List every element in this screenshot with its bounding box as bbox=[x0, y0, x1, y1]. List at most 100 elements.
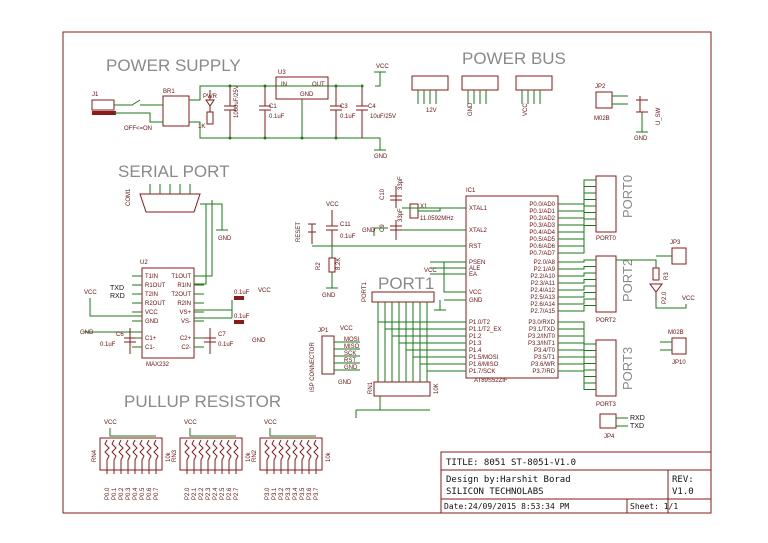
mcu-pin-right: P3.5/T1 bbox=[534, 355, 556, 361]
sheet-frame bbox=[62, 31, 712, 514]
mcu-pin-right: P2.1/A9 bbox=[534, 267, 556, 273]
max232-pin-left: C1+ bbox=[145, 336, 157, 342]
pullup-bank-value: 10k bbox=[166, 451, 172, 462]
reset-label: RESET bbox=[296, 222, 302, 242]
mcu-pin-left: P1.7/SCK bbox=[469, 369, 495, 375]
pullup-pin-label: P0.5 bbox=[140, 487, 146, 500]
u3-gnd: GND bbox=[300, 92, 314, 98]
ea-vcc: VCC bbox=[424, 268, 437, 274]
max232-pin-right: R2IN bbox=[177, 301, 191, 307]
u2-label: U2 bbox=[140, 260, 148, 266]
pullup-pin-label: P2.2 bbox=[199, 487, 205, 500]
section-serial-port: SERIAL PORT bbox=[118, 162, 229, 181]
mcu-block: IC1 AT89S52ZIF XTAL1XTAL2RSTPSENALEEAVCC… bbox=[296, 176, 572, 384]
p20-led-label: P2.0 bbox=[662, 291, 668, 304]
resistor-network bbox=[99, 437, 163, 471]
resistor-network bbox=[259, 437, 323, 471]
section-pullup-resistor: PULLUP RESISTOR bbox=[124, 392, 281, 411]
db9-connector bbox=[139, 193, 201, 213]
r2-label: R2 bbox=[316, 262, 322, 270]
r1-label: 1K bbox=[198, 124, 205, 130]
serial-gnd: GND bbox=[80, 330, 94, 336]
r3-label: R3 bbox=[664, 272, 670, 280]
mcu-pin-left: P1.1/T2_EX bbox=[469, 327, 501, 333]
ic1-label: IC1 bbox=[466, 188, 476, 194]
port2-conn-label: PORT2 bbox=[596, 318, 617, 324]
c7-label: C7 bbox=[218, 332, 226, 338]
c1-value: 0.1uF bbox=[269, 114, 285, 120]
com1-gnd: GND bbox=[218, 236, 232, 242]
isp-pin-label: MOSI bbox=[344, 337, 360, 343]
pullup-vcc: VCC bbox=[264, 420, 277, 426]
mcu-pin-left: ALE bbox=[469, 266, 480, 272]
rev-label: REV: bbox=[672, 475, 694, 485]
x1-value: 11.0592MHz bbox=[420, 216, 454, 222]
ps-vcc: VCC bbox=[376, 64, 389, 70]
c8-gnd: GND bbox=[252, 338, 266, 344]
mcu-pin-left: EA bbox=[469, 272, 477, 278]
title-block: TITLE: 8051 ST-8051-V1.0 Design by:Harsh… bbox=[440, 451, 712, 514]
pullup-pin-label: P3.6 bbox=[307, 487, 313, 500]
port2-vcc: VCC bbox=[682, 296, 695, 302]
pullup-pin-label: P2.7 bbox=[234, 487, 240, 500]
max232-label: MAX232 bbox=[146, 362, 170, 368]
pullup-pin-label: P0.1 bbox=[112, 487, 118, 500]
mcu-pin-right: P2.5/A13 bbox=[530, 295, 555, 301]
pullup-pin-label: P0.2 bbox=[119, 487, 125, 500]
mcu-pin-right: P0.6/AD6 bbox=[529, 244, 555, 250]
section-port1: PORT1 bbox=[378, 274, 434, 293]
m02b-label: M02B bbox=[668, 330, 684, 336]
mcu-pin-right: P2.7/A15 bbox=[530, 309, 555, 315]
txd-label: TXD bbox=[110, 285, 124, 292]
pullup-bank-value: 10k bbox=[326, 451, 332, 462]
max232-pin-left: GND bbox=[145, 319, 159, 325]
jp2-gnd: GND bbox=[634, 136, 648, 142]
c3-value: 0.1uF bbox=[340, 114, 356, 120]
max232-chip bbox=[141, 267, 195, 359]
pullup-pin-label: P2.4 bbox=[213, 487, 219, 500]
c4-label: C4 bbox=[368, 104, 376, 110]
rev-value: V1.0 bbox=[672, 487, 694, 497]
rxd-label: RXD bbox=[110, 293, 125, 300]
max232-pin-right: T1OUT bbox=[171, 274, 191, 280]
section-port0: PORT0 bbox=[620, 175, 635, 218]
c6-label: C6 bbox=[116, 332, 124, 338]
mcu-pin-right: P0.5/AD5 bbox=[529, 237, 555, 243]
port1-conn-label: PORT1 bbox=[362, 281, 368, 302]
mcu-pin-left: P1.2 bbox=[469, 334, 482, 340]
pullup-pin-label: P3.7 bbox=[314, 487, 320, 500]
mcu-pin-right: P3.3/INT1 bbox=[528, 341, 556, 347]
bus-vcc: VCC bbox=[523, 103, 529, 116]
mcu-pin-right: P0.4/AD4 bbox=[529, 230, 555, 236]
c4-value: 10uF/25V bbox=[370, 114, 396, 120]
pullup-pin-label: P2.1 bbox=[192, 487, 198, 500]
pullup-pin-label: P2.6 bbox=[227, 487, 233, 500]
c6-value: 0.1uF bbox=[100, 342, 116, 348]
jp4-rxd: RXD bbox=[630, 415, 645, 422]
jp4-txd: TXD bbox=[630, 423, 644, 430]
section-port3: PORT3 bbox=[620, 347, 635, 390]
section-power-supply: POWER SUPPLY bbox=[106, 56, 241, 75]
pullup-bank-name: RN4 bbox=[92, 449, 98, 462]
rn1-network bbox=[373, 381, 431, 397]
company-text: SILICON TECHNOLABS bbox=[446, 487, 544, 497]
c3-label: C3 bbox=[340, 104, 348, 110]
c10-value: 33pF bbox=[398, 176, 404, 190]
pullup-bank-name: RN3 bbox=[172, 449, 178, 462]
c11-label: C11 bbox=[340, 222, 351, 228]
isp-gnd: GND bbox=[338, 380, 352, 386]
pullup-pin-label: P0.0 bbox=[105, 487, 111, 500]
mcu-pin-left: P1.6/MISO bbox=[469, 362, 499, 368]
u3-label: U3 bbox=[278, 70, 286, 76]
mcu-pin-left: VCC bbox=[469, 290, 482, 296]
c11-value: 0.1uF bbox=[340, 234, 356, 240]
max232-pin-right: T2OUT bbox=[171, 292, 191, 298]
jp4-label: JP4 bbox=[604, 434, 615, 440]
pullup-pin-label: P3.2 bbox=[279, 487, 285, 500]
isp-pin-label: GND bbox=[344, 365, 358, 371]
pullup-pin-label: P3.4 bbox=[293, 487, 299, 500]
max232-pin-right: VS+ bbox=[179, 310, 191, 316]
pullup-pin-label: P0.7 bbox=[154, 487, 160, 500]
